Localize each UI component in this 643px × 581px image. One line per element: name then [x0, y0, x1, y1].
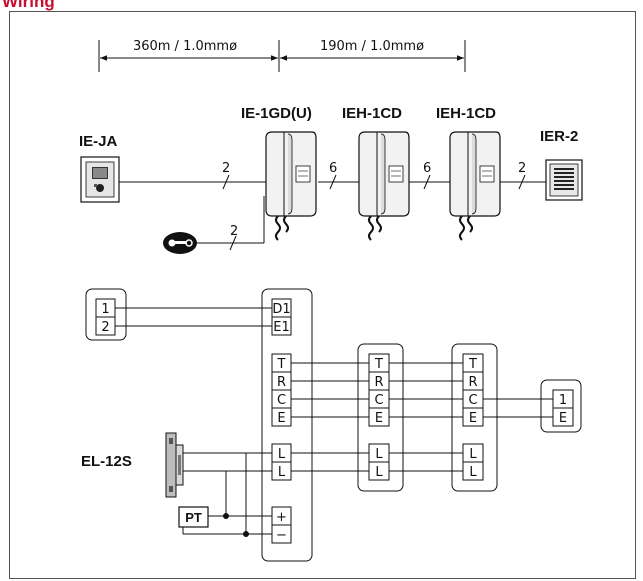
- sub2-terminal-e: E: [469, 411, 477, 426]
- junction-dots: [223, 513, 249, 537]
- sub2-terminal-c: C: [468, 393, 477, 408]
- terminal-e1: E1: [273, 320, 290, 335]
- sub2-terminal-l2: L: [469, 465, 477, 480]
- dimension-lines: [98, 40, 466, 72]
- master-terminal-box: [261, 288, 313, 562]
- ier-terminal-1: 1: [559, 393, 567, 408]
- sub1-terminal-c: C: [374, 393, 383, 408]
- ieh-1cd-sub-station-icon-2: [449, 131, 501, 241]
- sub1-terminal-l1: L: [375, 447, 383, 462]
- sub2-terminal-t: T: [468, 357, 477, 372]
- top-wires: [119, 174, 548, 251]
- label-ieh-1cd-1: IEH-1CD: [342, 105, 402, 122]
- distance-label-2: 190m / 1.0mmø: [320, 39, 424, 54]
- ier-terminals: [552, 389, 574, 427]
- ier-terminal-box: [540, 379, 582, 433]
- label-ie-1gd: IE-1GD(U): [241, 105, 312, 122]
- ier-terminal-e: E: [559, 411, 567, 426]
- sub1-terminal-l2: L: [375, 465, 383, 480]
- ier-2-door-speaker-icon: [545, 159, 583, 201]
- master-terminal-c: C: [277, 393, 286, 408]
- ie-1gd-master-station-icon: [265, 131, 317, 241]
- master-terminal-l2: L: [278, 465, 286, 480]
- wire-count-master-sub1: 6: [329, 161, 337, 176]
- label-ie-ja: IE-JA: [79, 133, 118, 150]
- sub2-terminal-r: R: [468, 375, 477, 390]
- ieh-1cd-sub-station-icon-1: [358, 131, 410, 241]
- master-terminal-plus: +: [276, 510, 287, 525]
- ie-ja-terminals: [95, 298, 116, 336]
- sub2-terminal-l1: L: [469, 447, 477, 462]
- sub2-terminals: [462, 353, 484, 481]
- diagram-frame: [9, 11, 636, 579]
- label-pt: PT: [185, 510, 202, 525]
- master-terminal-l1: L: [278, 447, 286, 462]
- master-terminal-e: E: [277, 411, 285, 426]
- sub1-terminal-t: T: [374, 357, 383, 372]
- ie-ja-terminal-1: 1: [101, 302, 109, 317]
- el-12s-electric-lock-icon: [165, 432, 184, 498]
- master-terminal-t: T: [277, 357, 286, 372]
- label-el-12s: EL-12S: [81, 453, 132, 470]
- wire-count-sub2-ier: 2: [518, 161, 526, 176]
- page-title: Wiring: [2, 0, 55, 11]
- distance-label-1: 360m / 1.0mmø: [133, 39, 237, 54]
- sub1-terminals: [368, 353, 390, 481]
- ie-ja-terminal-2: 2: [101, 320, 109, 335]
- wire-count-key: 2: [230, 224, 238, 239]
- master-terminal-r: R: [277, 375, 286, 390]
- master-terminals: [271, 298, 292, 544]
- wire-count-sub1-sub2: 6: [423, 161, 431, 176]
- pt-power-supply-box: [178, 506, 209, 528]
- door-release-key-icon: [163, 232, 197, 254]
- label-ier-2: IER-2: [540, 128, 578, 145]
- master-terminal-minus: −: [276, 528, 287, 543]
- label-ieh-1cd-2: IEH-1CD: [436, 105, 496, 122]
- ie-ja-terminal-box: [85, 288, 127, 341]
- sub1-terminal-r: R: [374, 375, 383, 390]
- wire-count-ja-master: 2: [222, 161, 230, 176]
- terminal-d1: D1: [272, 302, 290, 317]
- ie-ja-door-station-icon: [80, 156, 120, 203]
- terminal-wires: [115, 307, 553, 535]
- sub1-terminal-e: E: [375, 411, 383, 426]
